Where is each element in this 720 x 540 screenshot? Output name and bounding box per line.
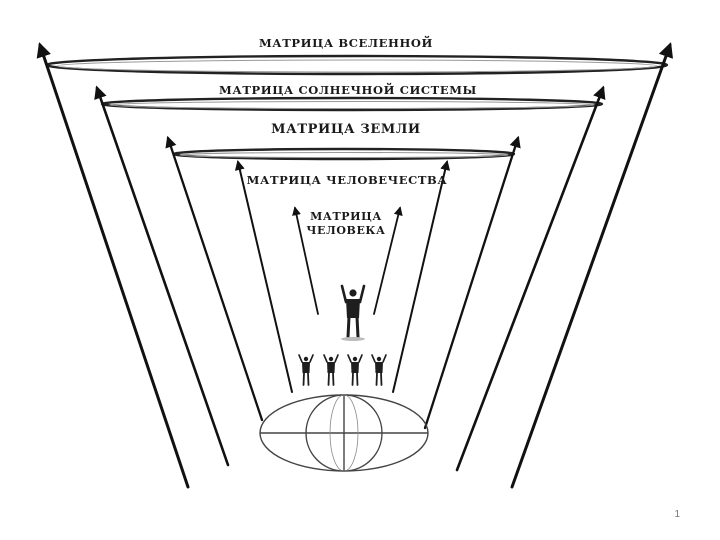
solar-system-ring [100,96,604,112]
label-solar-system: МАТРИЦА СОЛНЕЧНОЙ СИСТЕМЫ [219,82,477,97]
universe-arrow-right [510,42,674,489]
people-group-figure [298,354,387,386]
human-arrow-right [373,206,403,315]
universe-ring [45,54,669,76]
humanity-arrow-left [234,160,293,393]
earth-arrow-right [423,135,521,430]
solar-arrow-right [455,85,606,472]
single-person-figure [340,284,366,341]
page-number: 1 [674,509,680,520]
globe-icon [259,394,429,472]
solar-arrow-left [94,85,230,467]
humanity-arrow-right [392,160,451,393]
label-human-line1: МАТРИЦА [310,210,382,223]
earth-ring [172,147,516,161]
human-arrow-left [292,206,319,315]
universe-arrow-left [36,42,190,489]
label-humanity: МАТРИЦА ЧЕЛОВЕЧЕСТВА [247,173,448,187]
earth-arrow-left [165,135,264,422]
label-earth: МАТРИЦА ЗЕМЛИ [271,122,421,137]
label-universe: МАТРИЦА ВСЕЛЕННОЙ [259,35,433,50]
label-human-line2: ЧЕЛОВЕКА [306,224,385,237]
